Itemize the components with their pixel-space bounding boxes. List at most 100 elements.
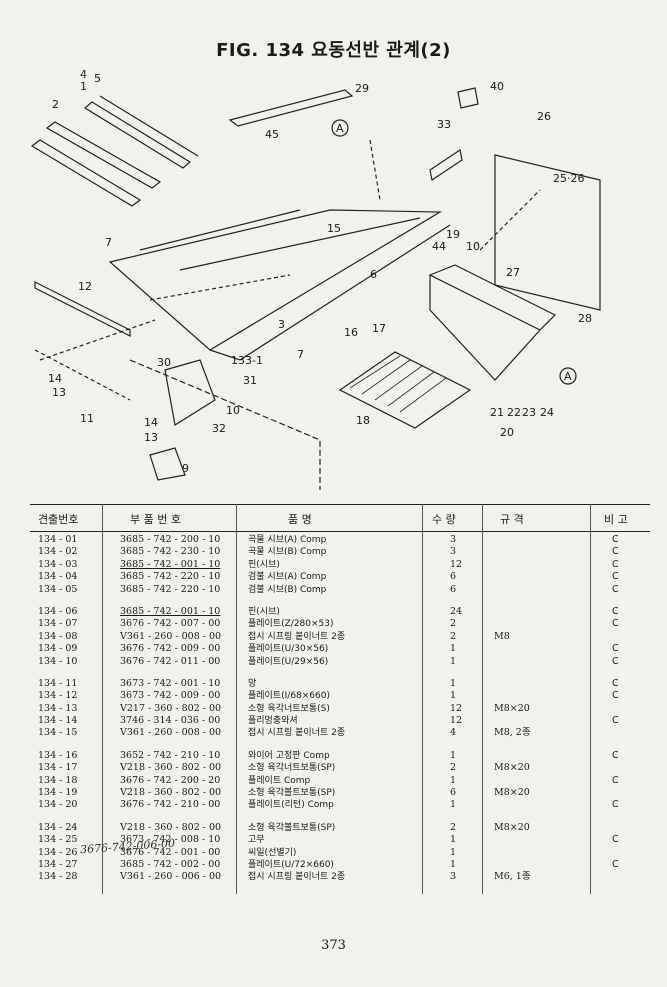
callout: A (336, 122, 344, 135)
parts-table-header: 견출번호 부 품 번 호 품 명 수 량 규 격 비 고 (30, 504, 650, 532)
callout: 6 (370, 268, 377, 281)
callout: 7 (105, 236, 112, 249)
callout: 16 (344, 326, 358, 339)
callout: 18 (356, 414, 370, 427)
plate-12 (34, 281, 131, 337)
col-spec-header: 규 격 (500, 513, 524, 526)
column-divider (236, 504, 237, 894)
callout: 31 (243, 374, 257, 387)
bracket-33 (429, 149, 463, 181)
callout: 17 (372, 322, 386, 335)
callout: 40 (490, 80, 504, 93)
callout: 12 (78, 280, 92, 293)
plate-30-32 (164, 359, 216, 426)
callout: 33 (437, 118, 451, 131)
callout: 28 (578, 312, 592, 325)
callout: 13 (144, 431, 158, 444)
diagram-svg: 1 2 4 5 29 45 A 33 40 26 25·26 7 15 19 4… (30, 68, 601, 490)
callout: 20 (500, 426, 514, 439)
callout: 19 (446, 228, 460, 241)
sieve-1 (30, 139, 142, 207)
frame-27 (428, 264, 557, 331)
callout: 14 (144, 416, 158, 429)
callout: 14 (48, 372, 62, 385)
callout: 5 (94, 72, 101, 85)
callout: 15 (327, 222, 341, 235)
sieve-4 (83, 101, 192, 169)
callout: 22 (507, 406, 521, 419)
callout: 7 (297, 348, 304, 361)
callout-circle-a-right (559, 367, 577, 385)
callout: 9 (182, 462, 189, 475)
callout: 30 (157, 356, 171, 369)
callout: 4 (80, 68, 87, 81)
callout: 11 (80, 412, 94, 425)
bracket-29 (228, 89, 354, 127)
callout: 25·26 (553, 172, 585, 185)
callout: 29 (355, 82, 369, 95)
plate-25-26 (494, 154, 601, 311)
callout: 3 (278, 318, 285, 331)
plate-18 (338, 351, 472, 429)
callout: 44 (432, 240, 446, 253)
col-remark-header: 비 고 (604, 513, 628, 526)
clip-40 (457, 87, 479, 109)
callout: 13 (52, 386, 66, 399)
callout: 23 (522, 406, 536, 419)
column-divider (590, 504, 591, 894)
page-number: 373 (321, 938, 346, 953)
exploded-parts-diagram: 1 2 4 5 29 45 A 33 40 26 25·26 7 15 19 4… (0, 60, 667, 500)
callout: 2 (52, 98, 59, 111)
column-divider (102, 504, 103, 894)
col-no-header: 견출번호 (38, 513, 79, 526)
sieve-5 (99, 95, 199, 157)
callout: A (564, 370, 572, 383)
callout: 32 (212, 422, 226, 435)
main-frame (108, 209, 443, 351)
callout: 21 (490, 406, 504, 419)
callout: 45 (265, 128, 279, 141)
callout-labels: 1 2 4 5 29 45 A 33 40 26 25·26 7 15 19 4… (48, 68, 592, 475)
col-name-header: 품 명 (288, 513, 312, 526)
callout-circle-a-top (331, 119, 349, 137)
callout: 133-1 (231, 354, 263, 367)
callout: 24 (540, 406, 554, 419)
col-qty-header: 수 량 (432, 513, 456, 526)
callout: 10 (466, 240, 480, 253)
callout: 1 (80, 80, 87, 93)
callout: 27 (506, 266, 520, 279)
plate-9 (149, 447, 186, 481)
callout: 26 (537, 110, 551, 123)
column-divider (422, 504, 423, 894)
figure-title: FIG. 134 요동선반 관계(2) (216, 40, 451, 61)
col-part-header: 부 품 번 호 (130, 513, 181, 526)
callout: 10 (226, 404, 240, 417)
